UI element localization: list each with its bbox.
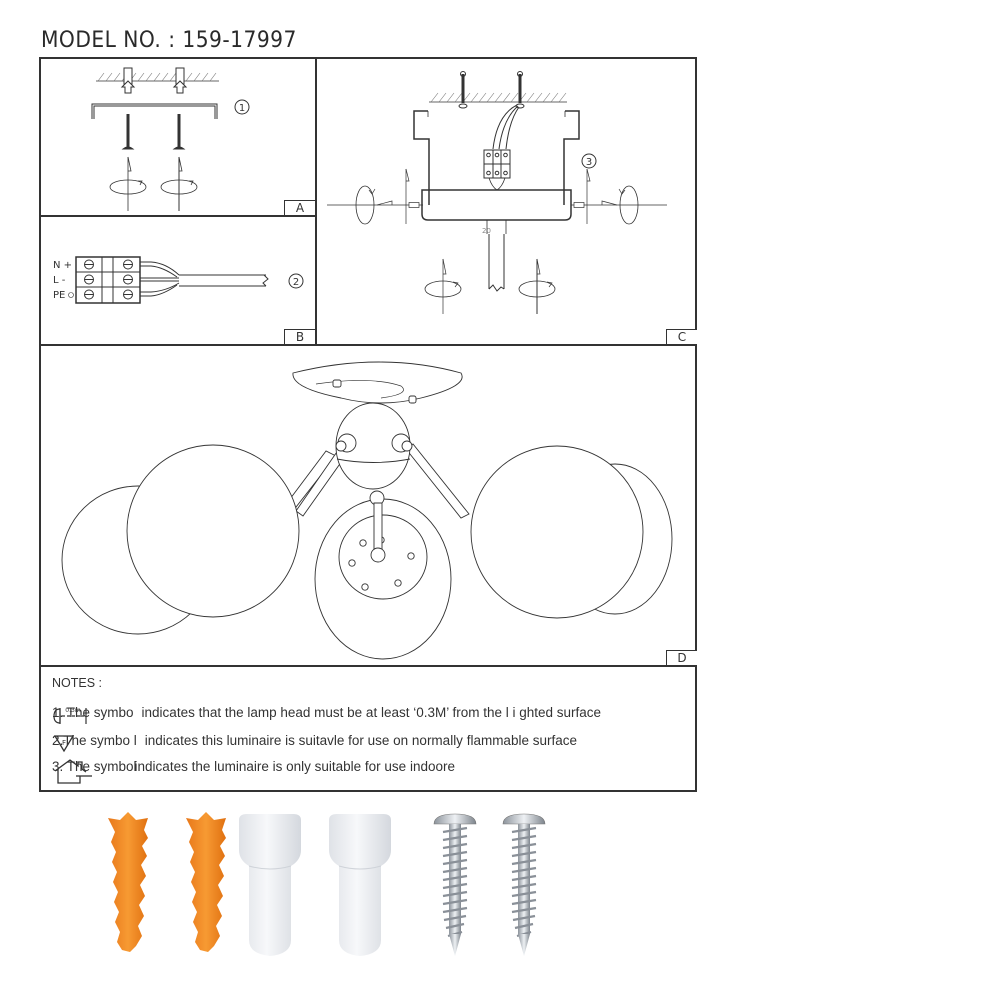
terminal-label-pe: PE [53, 290, 65, 301]
panel-tag-d: D [666, 650, 697, 665]
panel-c-canopy-attach: 3 20 C [317, 59, 697, 346]
wall-plug-icon [108, 812, 148, 952]
fixture-line-drawing [61, 361, 673, 660]
wire-connector-cap-icon [239, 814, 301, 956]
note-1-text: indicates that the lamp head must be at … [141, 705, 602, 720]
panel-d-assembled-fixture: D [41, 346, 697, 667]
terminal-label-n: N + [53, 260, 72, 271]
note-item-2: 2.The symbo l F indicates this luminaire… [52, 733, 577, 753]
svg-text:0.3m: 0.3m [65, 707, 81, 714]
screw-icon [121, 114, 135, 150]
wall-plug-icon [186, 812, 226, 952]
instruction-sheet: 1 A [39, 57, 697, 792]
svg-text:20: 20 [482, 227, 491, 235]
note-item-1: 1. The symbo 0.3m indicates that the lam… [52, 705, 602, 724]
svg-text:F: F [62, 739, 66, 747]
panel-tag-c: C [666, 329, 697, 344]
wall-plug-icon [120, 67, 136, 94]
terminal-block-diagram: 2 N + L - PE [53, 256, 304, 304]
canopy-attach-diagram: 3 20 [327, 71, 667, 314]
step-2-number: 2 [293, 277, 299, 288]
terminal-label-l: L - [53, 275, 66, 286]
notes-title: NOTES : [52, 676, 103, 690]
bracket-mounting-diagram: 1 [91, 67, 250, 211]
notes-section: NOTES : 1. The symbo 0.3m indicates that… [41, 667, 697, 792]
panel-tag-b: B [284, 329, 315, 344]
panel-b-wiring: 2 N + L - PE B [41, 217, 317, 346]
earth-icon [68, 292, 74, 298]
panel-tag-a: A [284, 200, 315, 215]
step-3-number: 3 [586, 157, 592, 168]
note-2-text: indicates this luminaire is suitavle for… [144, 733, 577, 748]
terminal-screw-icon [84, 259, 133, 300]
note-item-3: 3. The symbol indicates the luminaire is… [52, 759, 455, 784]
note-3-text: indicates the luminaire is only suitable… [134, 759, 455, 774]
panel-a-bracket-mounting: 1 A [41, 59, 317, 217]
step-1-number: 1 [239, 103, 245, 114]
model-number-title: MODEL NO. : 159-17997 [41, 28, 297, 53]
screw-icon [433, 813, 477, 956]
hardware-kit [0, 810, 1000, 970]
wire-connector-cap-icon [329, 814, 391, 956]
screw-icon [172, 114, 186, 150]
screw-icon [502, 813, 546, 956]
wall-plug-icon [172, 67, 188, 94]
